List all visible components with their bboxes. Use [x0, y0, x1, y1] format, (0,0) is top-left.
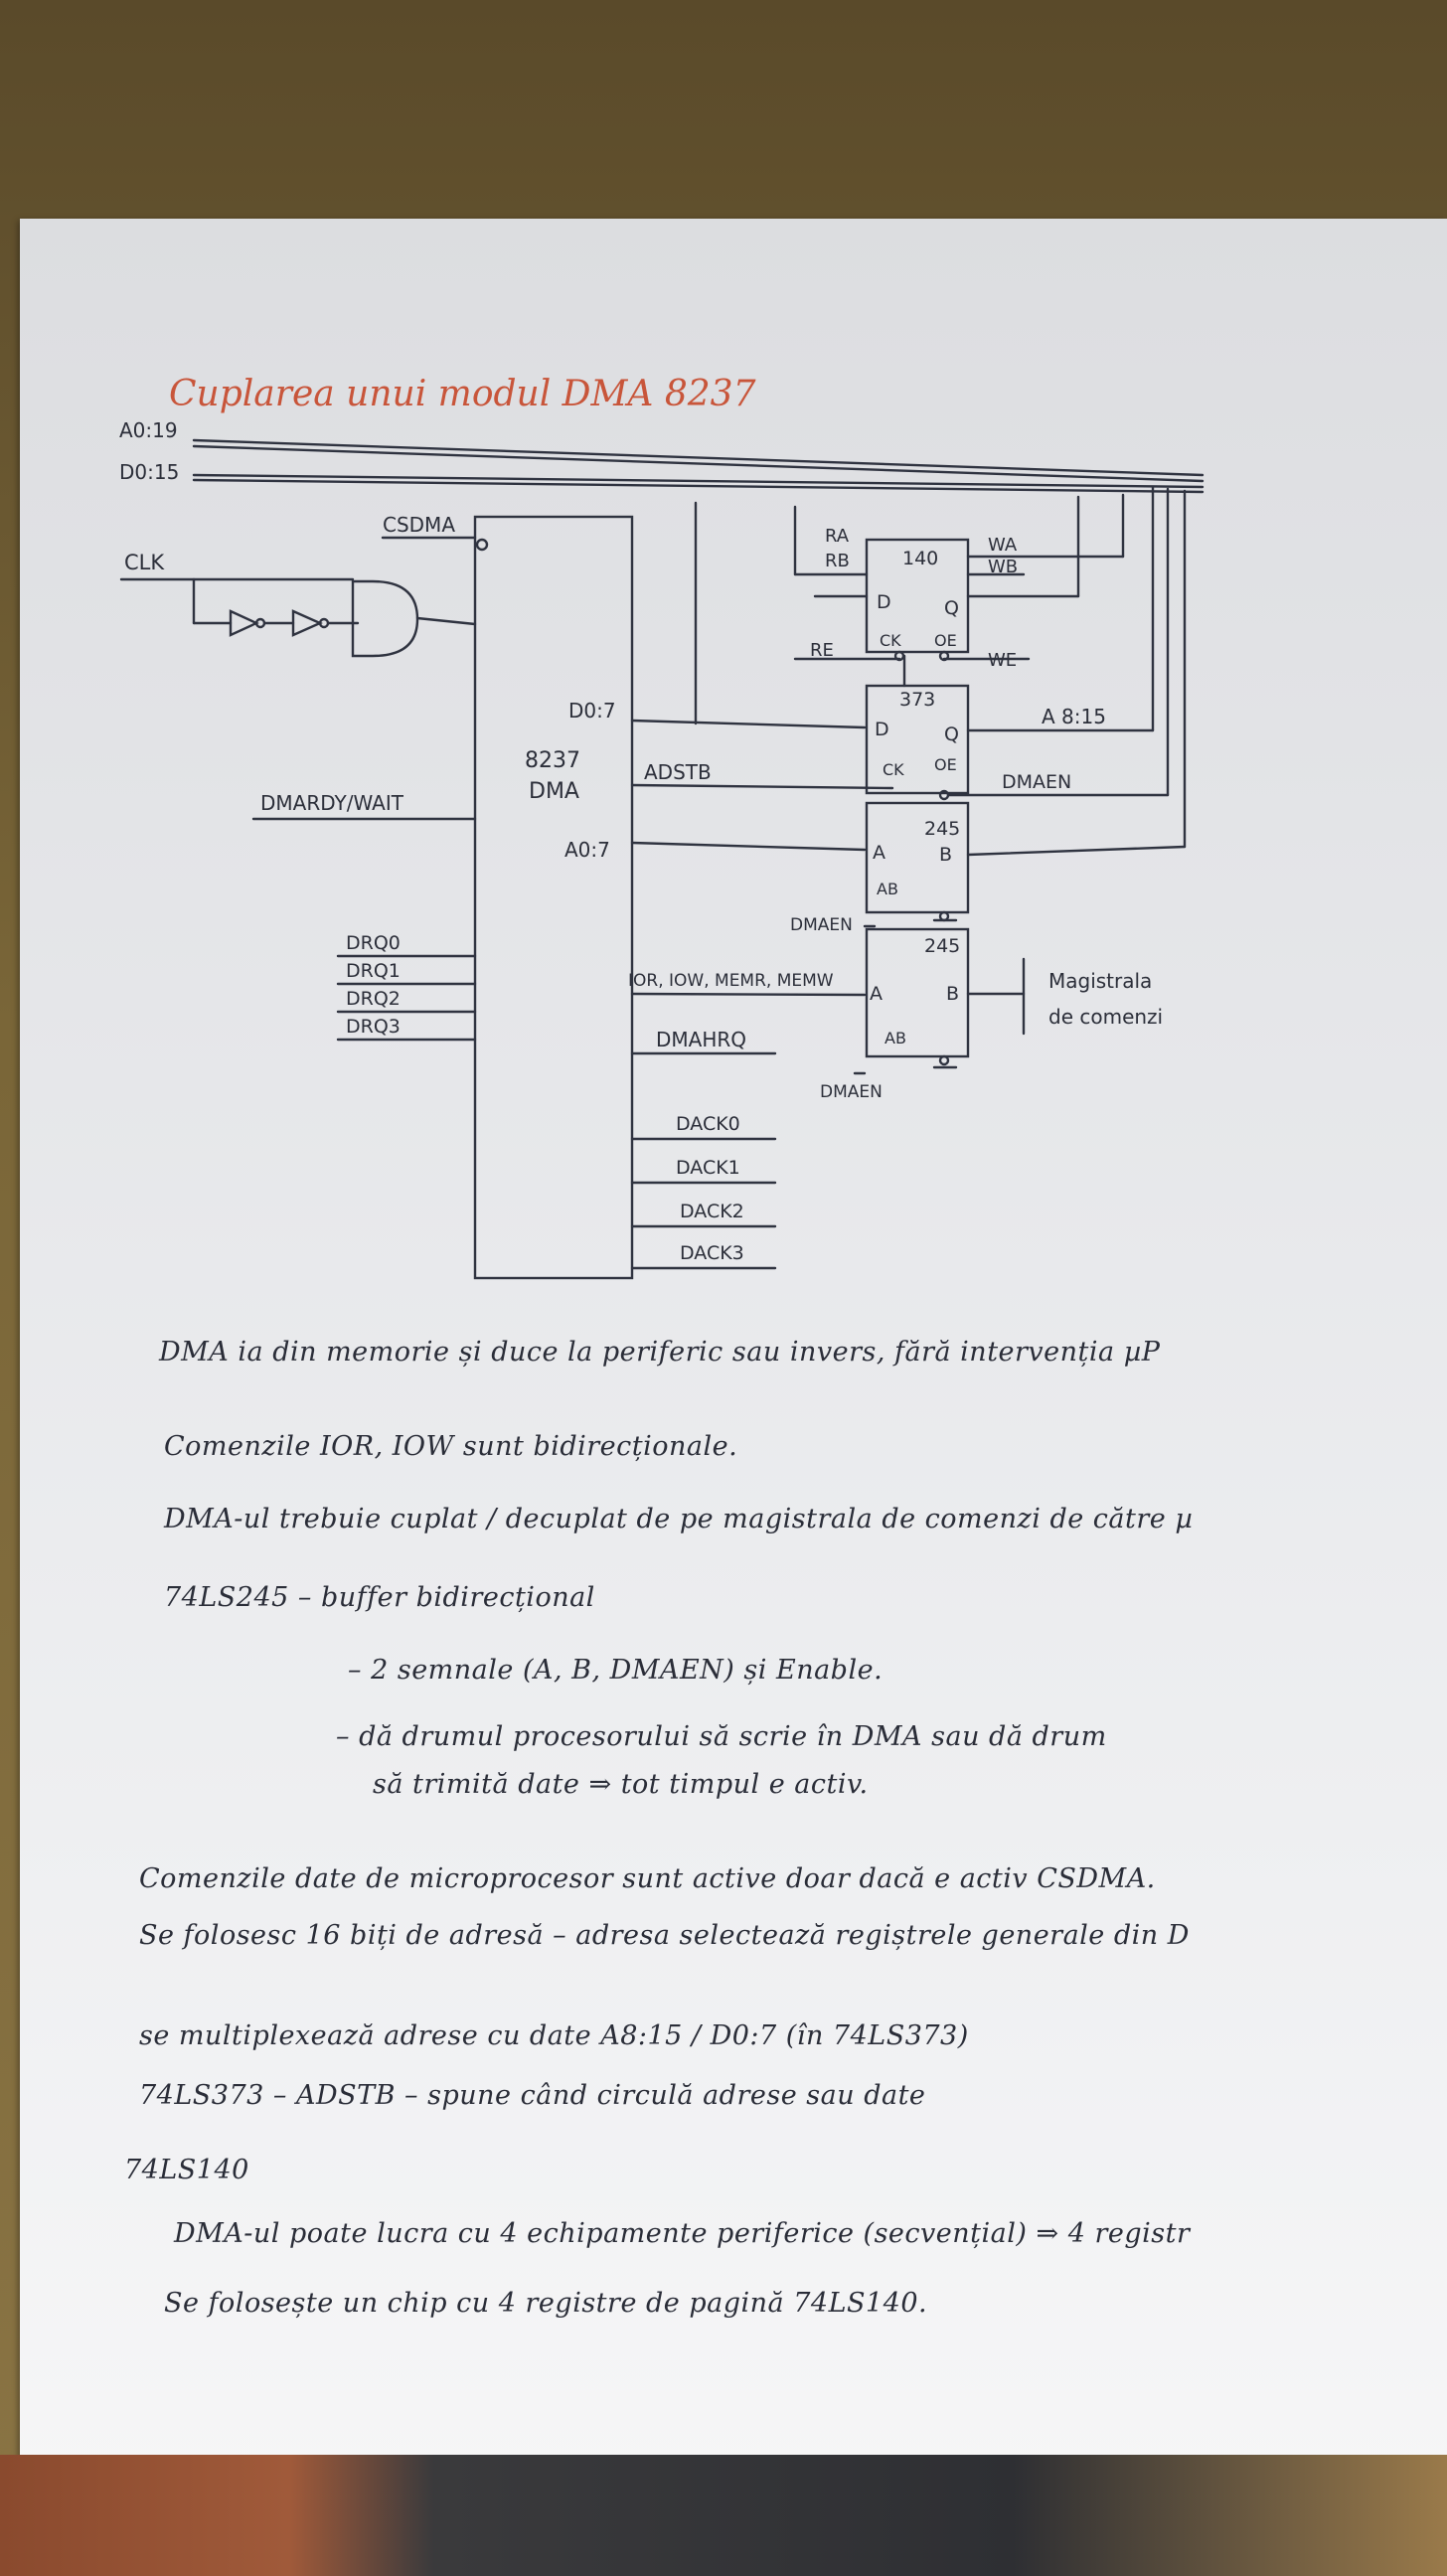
chip-245a-a: A: [873, 842, 885, 864]
data-bus-line: [192, 473, 1205, 489]
note-line-13: DMA-ul poate lucra cu 4 echipamente peri…: [174, 2218, 1191, 2249]
adstb-label: ADSTB: [644, 760, 712, 784]
chip-140-label: 140: [902, 548, 938, 569]
note-line-5: – 2 semnale (A, B, DMAEN) și Enable.: [348, 1655, 884, 1686]
note-line-9: Se folosesc 16 biți de adresă – adresa s…: [139, 1920, 1190, 1951]
drq2-label: DRQ2: [346, 988, 401, 1010]
drq1-label: DRQ1: [346, 960, 401, 982]
chip-140-oe: OE: [934, 631, 957, 650]
chip-245a-label: 245: [924, 818, 960, 840]
dma-d07-label: D0:7: [568, 699, 616, 723]
dma-chip-label-1: 8237: [525, 748, 580, 773]
chip-140-wb: WB: [988, 557, 1018, 577]
chip-245a-ab: AB: [877, 880, 898, 898]
chip-373-a815: A 8:15: [1042, 705, 1106, 728]
clk-label: CLK: [124, 551, 165, 574]
note-line-14: Se folosește un chip cu 4 registre de pa…: [164, 2288, 928, 2319]
dmahrq-label: DMAHRQ: [656, 1028, 746, 1051]
drq0-label: DRQ0: [346, 932, 401, 954]
note-line-1: DMA ia din memorie și duce la periferic …: [159, 1337, 1161, 1368]
chip-373-oe: OE: [934, 755, 957, 774]
dmardy-wait-label: DMARDY/WAIT: [260, 791, 404, 815]
commands-label: IOR, IOW, MEMR, MEMW: [628, 971, 834, 991]
chip-140-wa: WA: [988, 535, 1018, 556]
note-line-6: – dă drumul procesorului să scrie în DMA…: [336, 1721, 1107, 1752]
note-line-8: Comenzile date de microprocesor sunt act…: [139, 1863, 1156, 1894]
chip-245b-dmaen: DMAEN: [820, 1082, 883, 1102]
chip-140-we: WE: [988, 650, 1017, 671]
drq3-label: DRQ3: [346, 1016, 401, 1038]
chip-140-d: D: [877, 591, 891, 613]
bus-commands-label-1: Magistrala: [1048, 969, 1152, 993]
dma-schematic: Cuplarea unui modul DMA 8237 A0:19 D0:15…: [119, 374, 1205, 1280]
chip-245b-a: A: [870, 983, 883, 1005]
chip-245-a: [865, 801, 970, 914]
note-line-7: să trimită date ⇒ tot timpul e activ.: [373, 1769, 869, 1800]
paper-sheet: [20, 219, 1447, 2499]
chip-373-d: D: [875, 719, 889, 740]
chip-140-q: Q: [944, 597, 959, 619]
note-line-2: Comenzile IOR, IOW sunt bidirecționale.: [164, 1431, 738, 1462]
address-bus-label: A0:19: [119, 418, 178, 442]
chip-140-ck: CK: [880, 631, 901, 650]
chip-245b-label: 245: [924, 935, 960, 957]
note-line-12: 74LS140: [124, 2155, 249, 2185]
note-line-11: 74LS373 – ADSTB – spune când circulă adr…: [139, 2080, 926, 2111]
chip-373-label: 373: [899, 689, 935, 711]
chip-140-re: RE: [810, 640, 834, 661]
bus-commands-label-2: de comenzi: [1048, 1005, 1163, 1029]
data-bus-label-text: D0:15: [119, 460, 179, 484]
dack2-label: DACK2: [680, 1201, 744, 1222]
dack1-label: DACK1: [676, 1157, 740, 1179]
chip-140-ra: RA: [825, 526, 850, 547]
chip-245b-b: B: [946, 983, 959, 1005]
chip-245a-b: B: [939, 844, 952, 866]
note-line-4: 74LS245 – buffer bidirecțional: [164, 1582, 595, 1613]
bottom-surface: [0, 2455, 1447, 2576]
address-bus-line: [192, 438, 1205, 477]
chip-373-q: Q: [944, 724, 959, 745]
chip-373-ck: CK: [883, 760, 904, 779]
csdma-label: CSDMA: [383, 513, 455, 537]
note-line-3: DMA-ul trebuie cuplat / decuplat de pe m…: [164, 1504, 1194, 1534]
dack3-label: DACK3: [680, 1242, 744, 1264]
chip-140-rb: RB: [825, 551, 850, 571]
dma-a07-label: A0:7: [564, 838, 610, 862]
dma-8237-chip: [473, 515, 634, 1280]
chip-245b-ab: AB: [884, 1029, 906, 1047]
chip-245a-dmaen: DMAEN: [790, 915, 853, 935]
page-title: Cuplarea unui modul DMA 8237: [169, 374, 756, 414]
dma-chip-label-2: DMA: [529, 779, 579, 804]
chip-373: [865, 684, 970, 795]
chip-373-dmaen: DMAEN: [1002, 771, 1071, 793]
note-line-10: se multiplexează adrese cu date A8:15 / …: [139, 2020, 969, 2051]
dack0-label: DACK0: [676, 1113, 740, 1135]
